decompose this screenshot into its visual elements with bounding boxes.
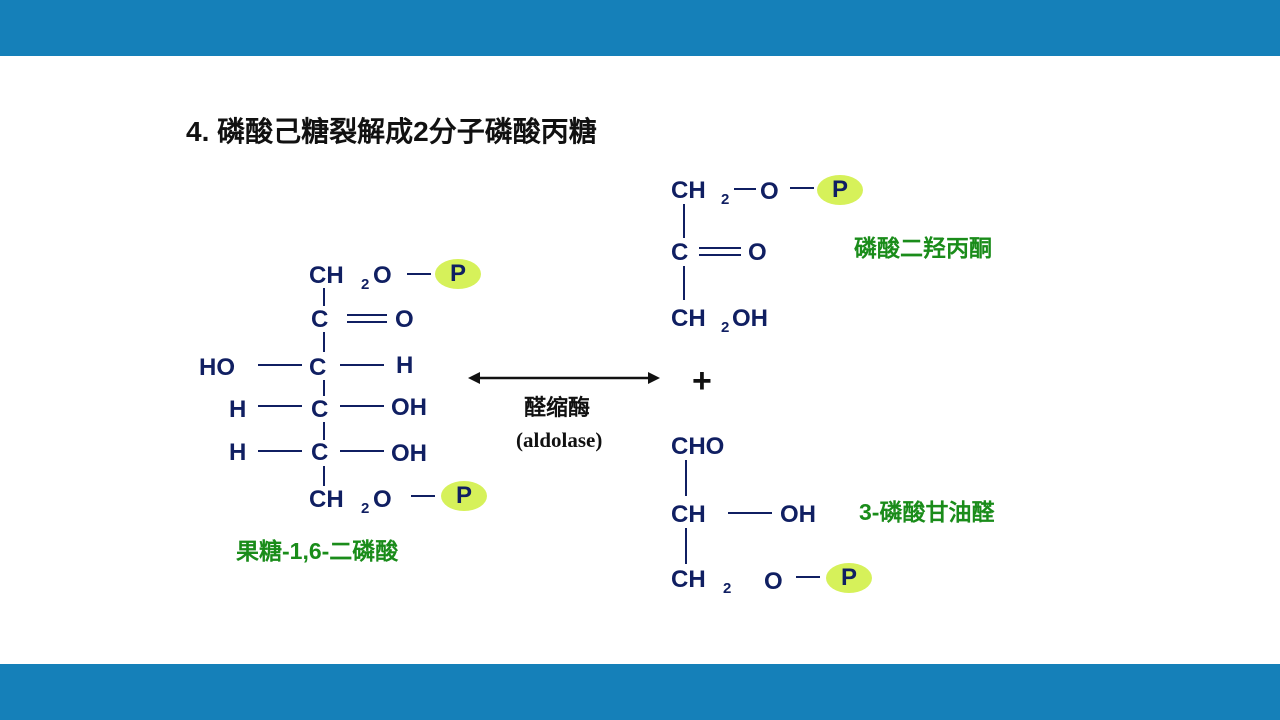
label-g3p: 3-磷酸甘油醛: [859, 499, 995, 525]
bond: [728, 512, 772, 514]
atom-ch: CH: [309, 262, 344, 289]
atom-o: O: [395, 306, 414, 333]
atom-oh: OH: [391, 440, 427, 467]
bond: [796, 576, 820, 578]
bond: [734, 188, 756, 190]
bond: [323, 380, 325, 396]
bond: [685, 460, 687, 496]
atom-c: C: [311, 439, 329, 466]
double-bond: [699, 254, 741, 256]
subscript-2: 2: [361, 276, 370, 293]
subscript-2: 2: [723, 580, 732, 597]
atom-ch: CH: [671, 566, 706, 593]
atom-ch: CH: [309, 486, 344, 513]
plus-sign: +: [692, 362, 712, 400]
atom-h: H: [396, 352, 414, 379]
atom-o: O: [748, 239, 767, 266]
bond: [340, 364, 384, 366]
bond: [323, 332, 325, 352]
atom-o: O: [760, 178, 779, 205]
atom-oh: OH: [391, 394, 427, 421]
atom-oh: OH: [780, 501, 816, 528]
enzyme-name-en: (aldolase): [516, 428, 603, 452]
bond: [258, 364, 302, 366]
atom-c: C: [671, 239, 689, 266]
label-dhap: 磷酸二羟丙酮: [854, 235, 992, 261]
bond: [323, 422, 325, 440]
bond: [683, 204, 685, 238]
atom-ho: HO: [199, 354, 235, 381]
atom-ch: CH: [671, 501, 706, 528]
top-banner: [0, 0, 1280, 56]
atom-oh: OH: [732, 305, 768, 332]
bond: [411, 495, 435, 497]
bond: [340, 405, 384, 407]
phosphate-badge: P: [817, 175, 863, 205]
subscript-2: 2: [721, 319, 730, 336]
atom-o: O: [373, 262, 392, 289]
double-bond: [347, 321, 387, 323]
bottom-banner: [0, 664, 1280, 720]
atom-h: H: [229, 439, 247, 466]
enzyme-name-cn: 醛缩酶: [524, 395, 591, 420]
phosphate-badge: P: [435, 259, 481, 289]
subscript-2: 2: [721, 191, 730, 208]
atom-ch: CH: [671, 177, 706, 204]
bond: [683, 266, 685, 300]
phosphate-badge: P: [441, 481, 487, 511]
atom-ch: CH: [671, 305, 706, 332]
atom-o: O: [373, 486, 392, 513]
label-fructose-bisphosphate: 果糖-1,6-二磷酸: [236, 538, 399, 564]
double-bond: [347, 314, 387, 316]
double-bond: [699, 247, 741, 249]
reversible-arrow: [468, 372, 660, 384]
bond: [407, 273, 431, 275]
atom-c: C: [311, 396, 329, 423]
atom-o: O: [764, 568, 783, 595]
slide-title: 4. 磷酸己糖裂解成2分子磷酸丙糖: [186, 116, 597, 147]
bond: [340, 450, 384, 452]
bond: [323, 466, 325, 486]
atom-h: H: [229, 396, 247, 423]
atom-cho: CHO: [671, 433, 725, 460]
phosphate-badge: P: [826, 563, 872, 593]
atom-c: C: [311, 306, 329, 333]
atom-c: C: [309, 354, 327, 381]
bond: [323, 288, 325, 306]
bond: [685, 528, 687, 564]
bond: [258, 450, 302, 452]
bond: [790, 187, 814, 189]
subscript-2: 2: [361, 500, 370, 517]
bond: [258, 405, 302, 407]
